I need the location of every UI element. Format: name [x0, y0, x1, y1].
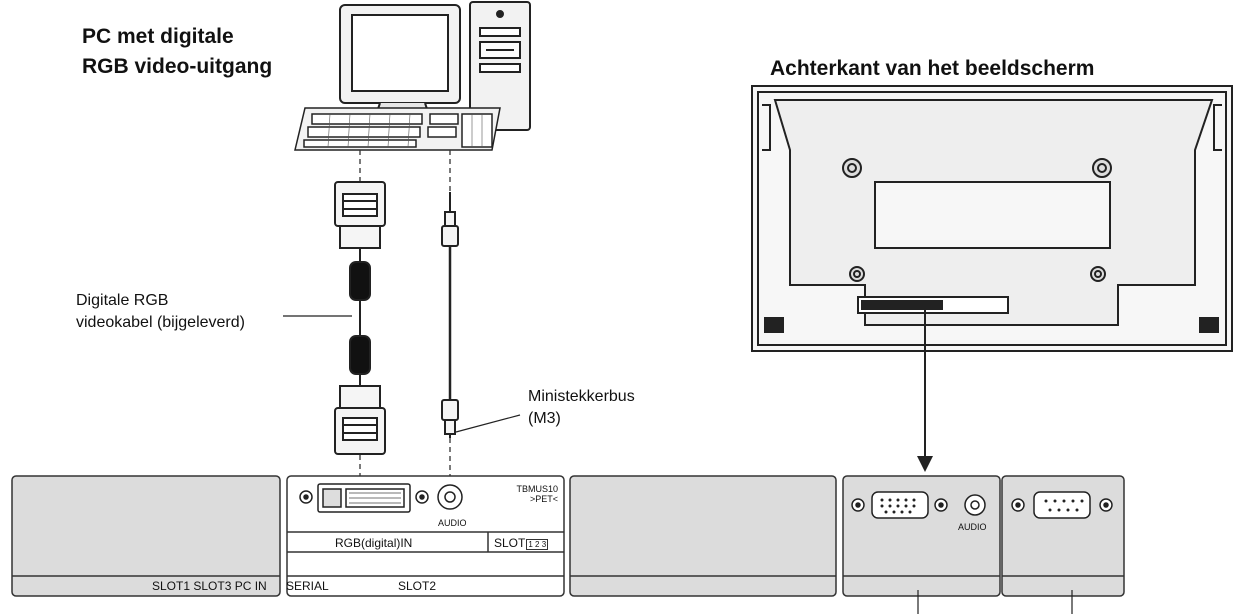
bottom-label-slot2: SLOT2 — [398, 579, 437, 593]
terminal-board — [11, 475, 1125, 597]
dvi-port-icon — [299, 483, 429, 513]
audio-cable-icon — [441, 192, 459, 438]
serial-port-icon — [1011, 491, 1113, 519]
pc-title: PC met digitale RGB video-uitgang — [82, 22, 272, 82]
minijack-label-line1: Ministekkerbus — [528, 388, 635, 405]
pc-in-port-icon — [851, 491, 948, 519]
terminal-arrow — [917, 308, 933, 472]
audio-jack-icon — [437, 484, 463, 510]
rgb-in-label: RGB(digital)IN — [335, 536, 413, 550]
pc-title-line1: PC met digitale — [82, 25, 234, 48]
cable-label: Digitale RGB videokabel (bijgeleverd) — [76, 290, 245, 334]
slot2-audio-label: AUDIO — [438, 518, 467, 528]
cable-label-line1: Digitale RGB — [76, 292, 169, 309]
minijack-label-line2: (M3) — [528, 410, 561, 427]
slot-compat-text: SLOT — [494, 536, 526, 550]
bottom-label-serial: SERIAL — [286, 579, 329, 593]
pc-title-line2: RGB video-uitgang — [82, 55, 273, 78]
pc-monitor-icon — [339, 4, 461, 125]
display-title: Achterkant van het beeldscherm — [770, 57, 1095, 80]
card-model-line2: >PET< — [529, 494, 558, 504]
pc-in-audio-label: AUDIO — [958, 522, 987, 532]
pc-tower-icon — [469, 1, 531, 131]
minijack-label: Ministekkerbus (M3) — [528, 386, 635, 430]
card-model-label: TBMUS10 >PET< — [512, 484, 558, 504]
minijack-label-leader — [455, 414, 521, 433]
bottom-leaders — [917, 590, 1073, 614]
cable-label-line2: videokabel (bijgeleverd) — [76, 314, 245, 331]
keyboard-icon — [294, 107, 501, 151]
dvi-cable-icon — [334, 181, 386, 455]
display-rear-icon — [751, 85, 1233, 352]
pc-in-audio-jack-icon — [964, 494, 986, 516]
card-model-line1: TBMUS10 — [516, 484, 558, 494]
bottom-label-slots: SLOT1 SLOT3 PC IN — [152, 579, 267, 593]
slot-compat-badge: 1 2 3 — [526, 539, 549, 550]
